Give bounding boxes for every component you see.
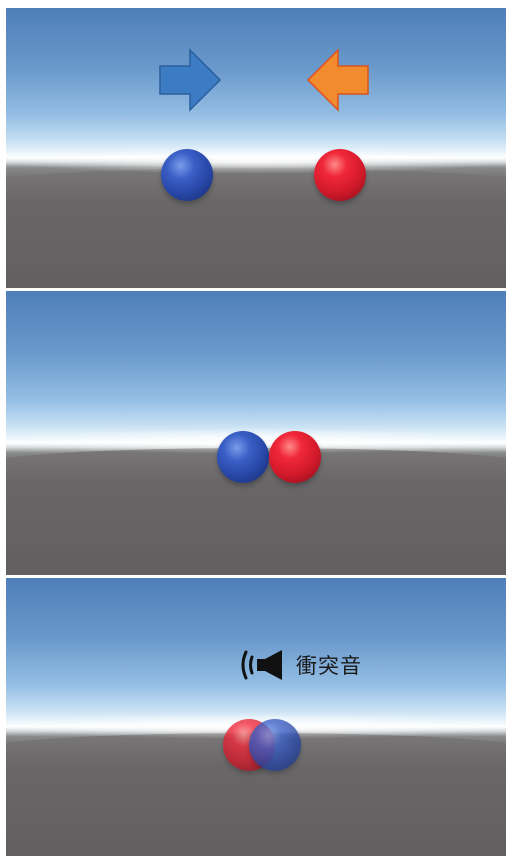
scene-panel-collision-sound: 衝突音 bbox=[6, 578, 506, 856]
collision-sound-label: 衝突音 bbox=[296, 650, 362, 680]
blue-ball bbox=[249, 719, 301, 771]
red-ball bbox=[314, 149, 366, 201]
red-ball bbox=[269, 431, 321, 483]
blue-ball bbox=[161, 149, 213, 201]
right-arrow-icon bbox=[158, 48, 222, 112]
blue-ball bbox=[217, 431, 269, 483]
ground-plane bbox=[6, 168, 506, 288]
scene-panel-approach bbox=[6, 8, 506, 288]
collision-sound-indicator: 衝突音 bbox=[238, 648, 362, 682]
speaker-icon bbox=[238, 648, 286, 682]
left-arrow-icon bbox=[306, 48, 370, 112]
scene-panel-contact bbox=[6, 291, 506, 575]
